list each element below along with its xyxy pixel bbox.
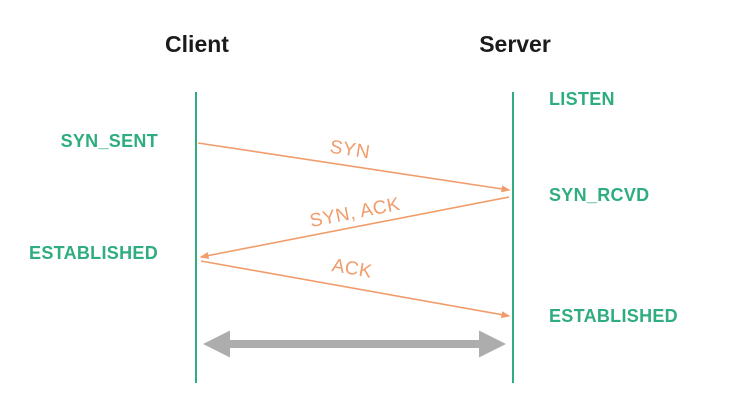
ack-arrow bbox=[200, 260, 511, 319]
client-state-established: ESTABLISHED bbox=[29, 243, 158, 263]
syn-ack-arrow bbox=[199, 196, 510, 260]
client-state-syn-sent: SYN_SENT bbox=[60, 131, 158, 151]
participant-label-server: Server bbox=[479, 31, 551, 57]
server-state-syn-rcvd: SYN_RCVD bbox=[549, 185, 650, 205]
syn-arrow bbox=[197, 142, 511, 193]
participant-label-client: Client bbox=[165, 31, 229, 57]
server-state-established: ESTABLISHED bbox=[549, 306, 678, 326]
server-state-listen: LISTEN bbox=[549, 89, 615, 109]
